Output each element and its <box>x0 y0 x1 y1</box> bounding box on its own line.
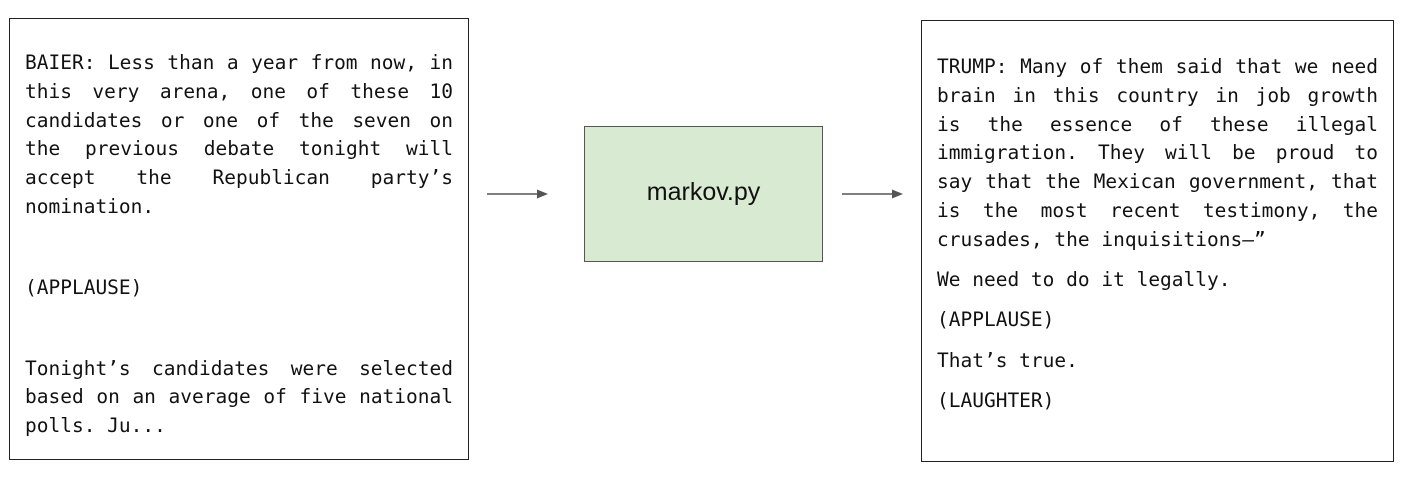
output-paragraph-2: We need to do it legally. <box>937 268 1231 292</box>
output-paragraph-3: (APPLAUSE) <box>937 308 1055 332</box>
output-text-box: TRUMP: Many of them said that we need br… <box>921 20 1394 462</box>
output-paragraph-5: (LAUGHTER) <box>937 388 1055 412</box>
markov-script-node: markov.py <box>584 126 823 262</box>
input-to-script-arrow <box>487 189 548 199</box>
output-paragraph-4: That’s true. <box>937 348 1078 372</box>
input-text-box: BAIER: Less than a year from now, in thi… <box>9 18 469 460</box>
input-paragraph-2: (APPLAUSE) <box>25 275 143 299</box>
input-paragraph-3: Tonight’s candidates were selected based… <box>25 356 453 438</box>
markov-script-label: markov.py <box>646 177 761 206</box>
script-to-output-arrow <box>842 189 903 199</box>
output-paragraph-1: TRUMP: Many of them said that we need br… <box>937 55 1378 251</box>
input-paragraph-1: BAIER: Less than a year from now, in thi… <box>25 51 453 218</box>
